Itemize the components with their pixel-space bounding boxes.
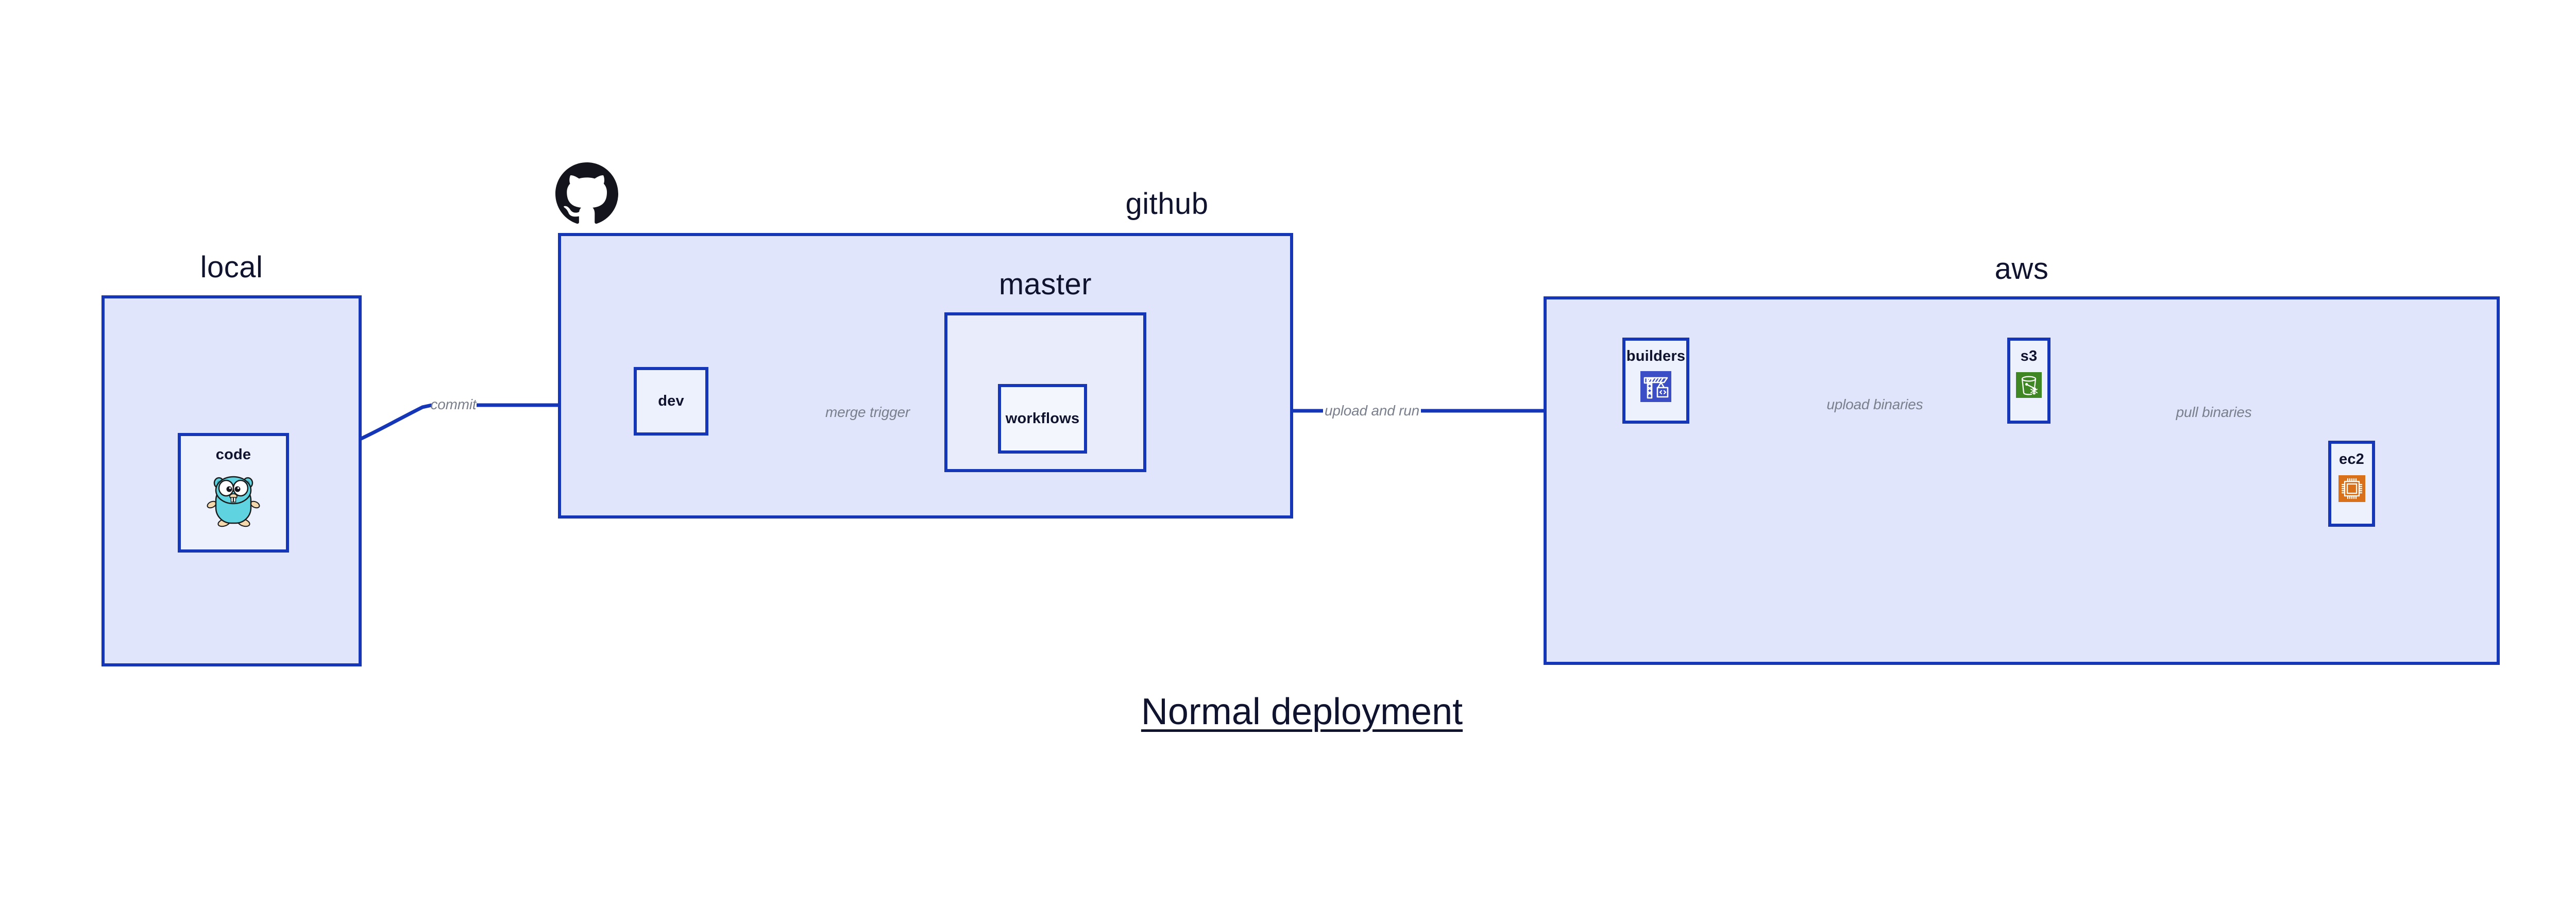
aws-s3-glacier-bucket-icon — [2016, 372, 2042, 398]
github-octocat-logo — [555, 162, 618, 225]
node-dev[interactable]: dev — [634, 367, 708, 436]
node-workflows[interactable]: workflows — [998, 384, 1087, 454]
node-dev-label: dev — [658, 393, 684, 409]
edge-label-upload-binaries: upload binaries — [1826, 396, 1923, 412]
node-ec2-label: ec2 — [2339, 451, 2364, 467]
node-code[interactable]: code — [178, 433, 289, 553]
edge-label-commit: commit — [430, 396, 477, 412]
edge-label-pull-binaries: pull binaries — [2176, 404, 2252, 420]
node-ec2[interactable]: ec2 — [2328, 441, 2375, 527]
go-gopher-icon — [207, 467, 260, 527]
aws-codebuild-crane-icon — [1640, 371, 1671, 402]
node-builders-label: builders — [1626, 348, 1686, 364]
container-title-github: github — [1125, 187, 1209, 221]
diagram-caption: Normal deployment — [1141, 691, 1463, 732]
node-s3[interactable]: s3 — [2007, 338, 2050, 424]
container-title-aws: aws — [1994, 252, 2049, 286]
node-code-label: code — [215, 446, 251, 463]
container-title-master: master — [998, 268, 1092, 301]
edge-label-upload-and-run: upload and run — [1324, 403, 1420, 419]
node-builders[interactable]: builders — [1622, 338, 1689, 424]
container-title-local: local — [200, 250, 263, 284]
edge-label-merge-trigger: merge trigger — [825, 404, 910, 420]
node-workflows-label: workflows — [1005, 410, 1080, 427]
node-s3-label: s3 — [2020, 348, 2038, 364]
aws-ec2-chip-icon — [2338, 475, 2365, 502]
